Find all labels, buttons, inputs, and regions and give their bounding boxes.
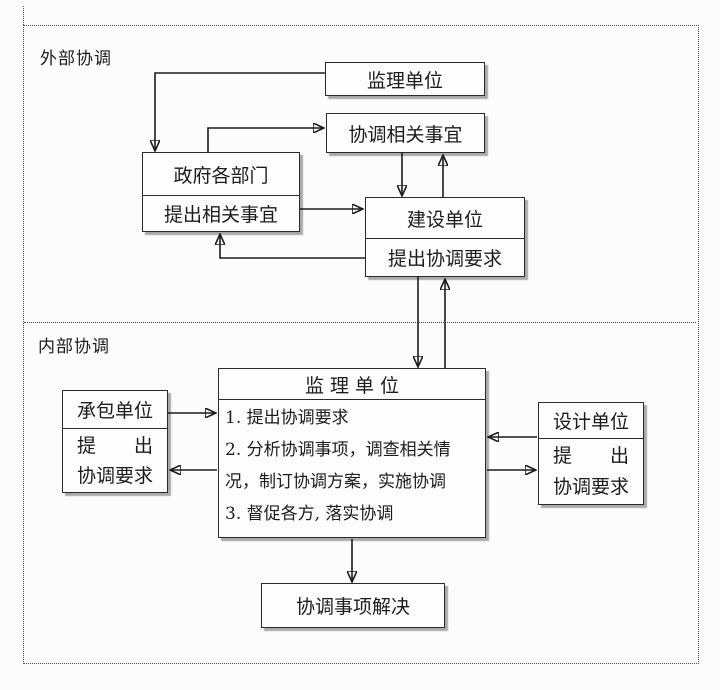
node-contractor-title: 承包单位 bbox=[76, 400, 153, 422]
node-design-subtitle: 提 出 协调要求 bbox=[539, 438, 643, 504]
node-contractor-subtitle-line1: 提 出 bbox=[76, 434, 153, 457]
node-ext-supervision-label: 监理单位 bbox=[366, 69, 443, 92]
external-section-label: 外部协调 bbox=[40, 49, 112, 69]
node-government-subtitle: 提出相关事宜 bbox=[143, 195, 299, 231]
node-coordinate-matters-label: 协调相关事宜 bbox=[348, 123, 463, 146]
node-contractor-subtitle: 提 出 协调要求 bbox=[63, 428, 167, 492]
node-design-title: 设计单位 bbox=[552, 411, 629, 433]
node-resolved-label: 协调事项解决 bbox=[295, 596, 410, 618]
node-main-supervision-body: 1. 提出协调要求 2. 分析协调事项，调查相关情 况，制订协调方案，实施协调 … bbox=[219, 399, 485, 530]
node-coordinate-matters: 协调相关事宜 bbox=[326, 113, 485, 153]
main-supervision-line-4: 3. 督促各方, 落实协调 bbox=[225, 504, 394, 524]
internal-section-label: 内部协调 bbox=[38, 337, 110, 357]
node-contractor-subtitle-line2: 协调要求 bbox=[76, 464, 153, 487]
node-ext-supervision: 监理单位 bbox=[325, 62, 485, 96]
main-supervision-line-2: 2. 分析协调事项，调查相关情 bbox=[225, 440, 451, 460]
diagram-outer-border bbox=[23, 25, 699, 664]
node-main-supervision-title: 监 理 单 位 bbox=[304, 374, 400, 397]
node-design-subtitle-line2: 协调要求 bbox=[552, 475, 629, 498]
node-government: 政府各部门 提出相关事宜 bbox=[142, 152, 300, 232]
node-construction-subtitle: 提出协调要求 bbox=[366, 238, 524, 276]
main-supervision-line-1: 1. 提出协调要求 bbox=[225, 408, 349, 428]
node-contractor: 承包单位 提 出 协调要求 bbox=[62, 390, 168, 493]
node-design: 设计单位 提 出 协调要求 bbox=[538, 402, 644, 505]
node-construction-title: 建设单位 bbox=[406, 208, 483, 231]
border-corner-tick bbox=[23, 6, 24, 25]
node-government-title: 政府各部门 bbox=[173, 164, 269, 187]
node-resolved: 协调事项解决 bbox=[261, 583, 445, 628]
node-construction: 建设单位 提出协调要求 bbox=[365, 197, 525, 277]
node-main-supervision: 监 理 单 位 1. 提出协调要求 2. 分析协调事项，调查相关情 况，制订协调… bbox=[218, 368, 486, 538]
node-design-subtitle-line1: 提 出 bbox=[552, 444, 629, 467]
section-divider-line bbox=[24, 322, 696, 323]
main-supervision-line-3: 况，制订协调方案，实施协调 bbox=[225, 472, 446, 492]
